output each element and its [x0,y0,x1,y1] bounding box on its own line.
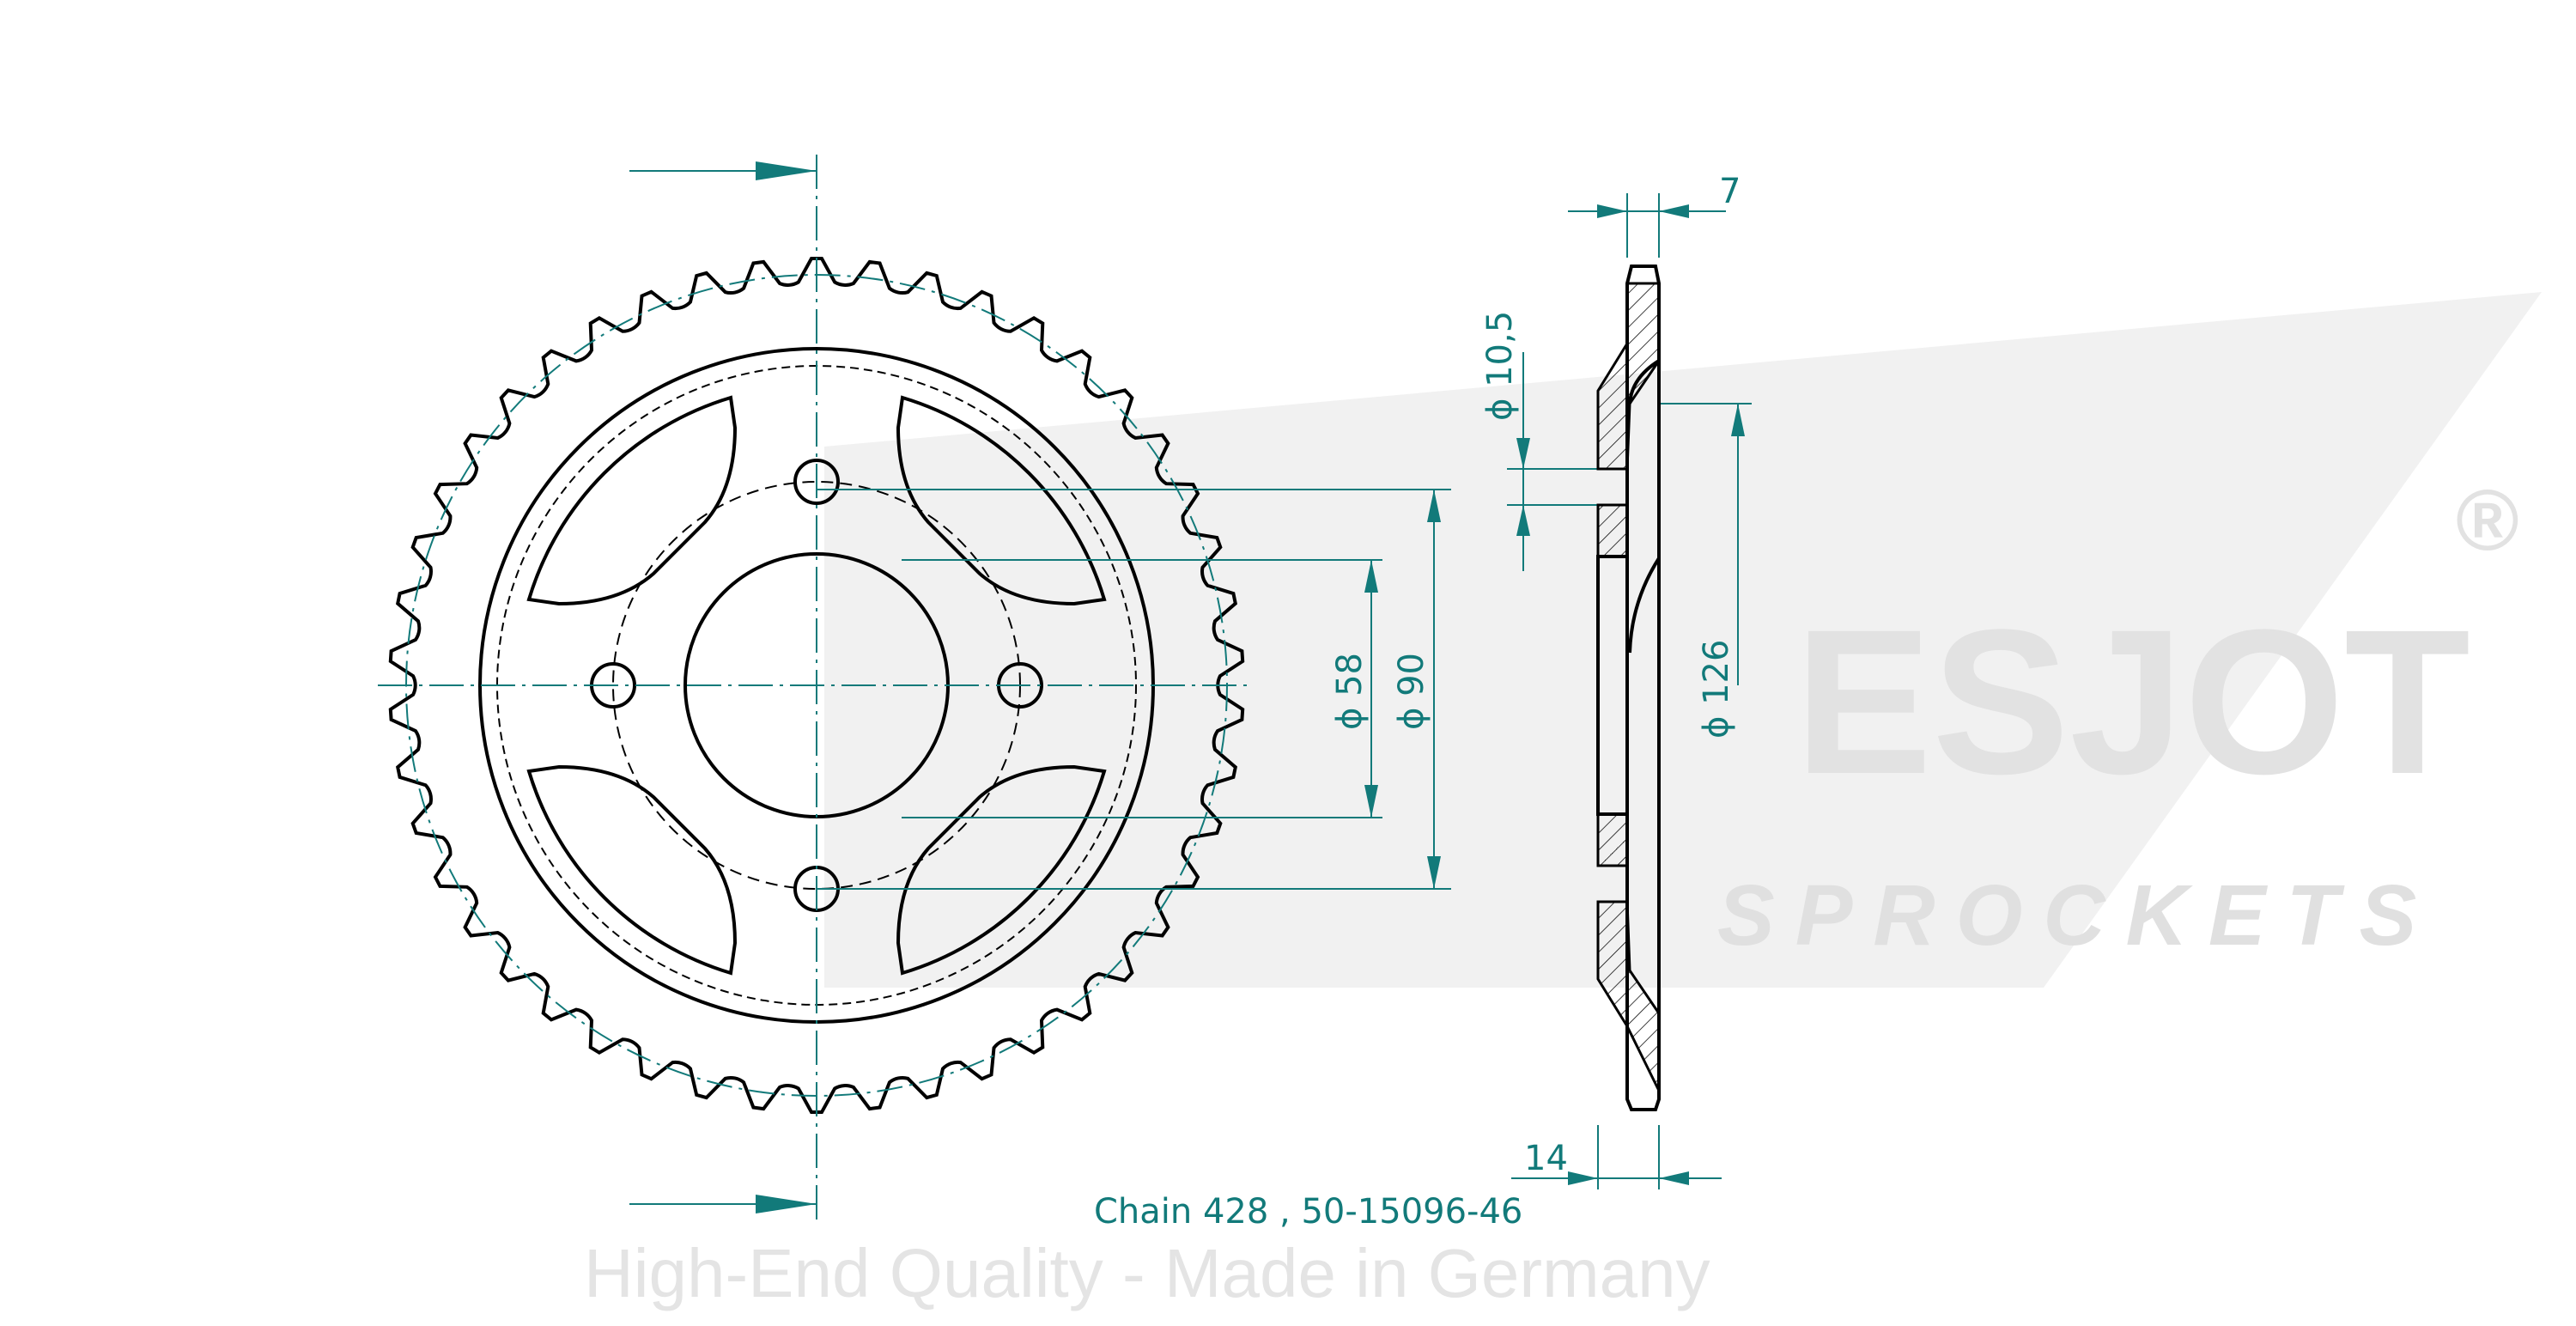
window-cutout [526,764,738,976]
dim-offset: 14 [1524,1139,1568,1178]
watermark-brand: ESJOT [1795,587,2470,817]
window-cutout [896,764,1107,976]
dim-bolt-circle: ϕ 90 [1392,653,1431,730]
dim-hub-diameter: ϕ 126 [1697,640,1736,739]
window-cutout [896,395,1107,606]
watermark-sub: SPROCKETS [1717,867,2437,964]
watermark-tagline: High-End Quality - Made in Germany [584,1235,1710,1311]
dim-center-bore: ϕ 58 [1330,653,1370,730]
lightening-windows [526,395,1107,976]
section-arrow-top [629,161,817,180]
bolt-hole [793,459,840,505]
part-caption: Chain 428 , 50-15096-46 [1094,1192,1522,1232]
sprocket-side-view [1596,265,1661,1111]
watermark-registered: ® [2456,472,2519,569]
sprocket-front-view [378,155,1254,1220]
dimension-lines [817,193,1752,1189]
dim-thickness: 7 [1719,172,1741,211]
sprocket-teeth-outline [388,257,1245,1114]
watermark-logo: ESJOT ® SPROCKETS High-End Quality - Mad… [584,292,2542,1311]
dim-bolt-hole: ϕ 10,5 [1480,311,1520,421]
window-cutout [526,395,738,606]
section-arrow-bottom [629,1195,817,1213]
